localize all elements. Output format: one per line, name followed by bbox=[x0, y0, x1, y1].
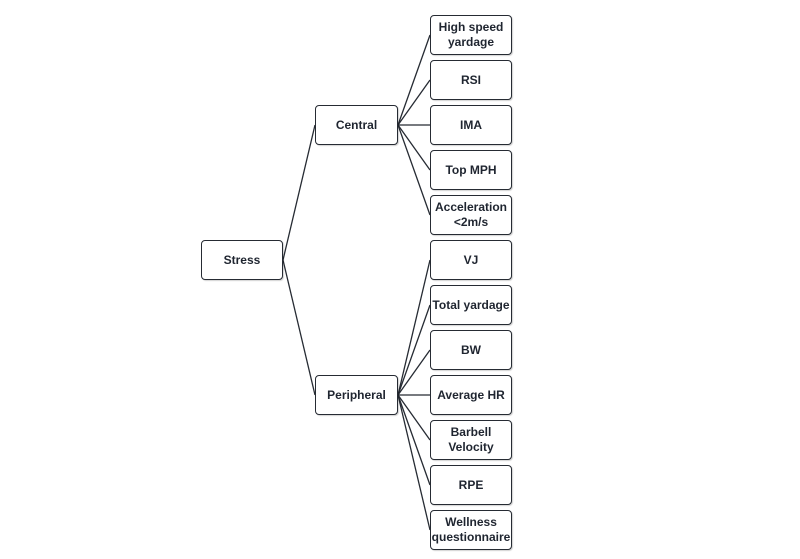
connector-peripheral-leaf bbox=[397, 394, 431, 486]
connector-central-leaf bbox=[397, 79, 431, 126]
node-high-speed-yardage: High speed yardage bbox=[430, 15, 512, 55]
node-wellness-questionnaire: Wellness questionnaire bbox=[430, 510, 512, 550]
node-average-hr: Average HR bbox=[430, 375, 512, 415]
connector-peripheral-leaf bbox=[397, 259, 431, 396]
node-top-mph: Top MPH bbox=[430, 150, 512, 190]
node-ima: IMA bbox=[430, 105, 512, 145]
connector-peripheral-leaf bbox=[397, 304, 431, 396]
connector-peripheral-leaf bbox=[397, 394, 431, 441]
connector-central-leaf bbox=[397, 34, 431, 126]
node-bw: BW bbox=[430, 330, 512, 370]
node-acceleration: Acceleration <2m/s bbox=[430, 195, 512, 235]
connector-central-leaf bbox=[397, 124, 431, 216]
connector-central-leaf bbox=[397, 124, 431, 171]
node-barbell-velocity: Barbell Velocity bbox=[430, 420, 512, 460]
node-total-yardage: Total yardage bbox=[430, 285, 512, 325]
node-rsi: RSI bbox=[430, 60, 512, 100]
node-central: Central bbox=[315, 105, 398, 145]
node-rpe: RPE bbox=[430, 465, 512, 505]
connector-stress-central bbox=[282, 124, 316, 261]
node-peripheral: Peripheral bbox=[315, 375, 398, 415]
connector-stress-peripheral bbox=[282, 259, 316, 396]
connector-peripheral-leaf bbox=[397, 394, 431, 531]
connector-peripheral-leaf bbox=[397, 349, 431, 396]
node-vj: VJ bbox=[430, 240, 512, 280]
node-stress: Stress bbox=[201, 240, 283, 280]
